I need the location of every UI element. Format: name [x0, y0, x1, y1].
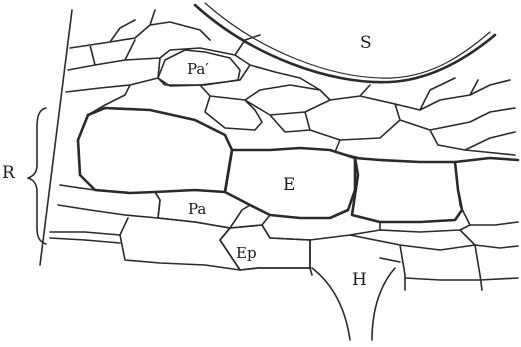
- cell-far-right: [455, 162, 518, 225]
- label-h: H: [352, 270, 367, 290]
- label-r: R: [2, 163, 16, 183]
- cell-e-right: [352, 158, 462, 222]
- label-s: S: [360, 33, 372, 53]
- boundary-line-r: [40, 10, 72, 265]
- endodermis-layer: [88, 108, 518, 162]
- label-pa: Pa: [188, 200, 206, 218]
- upper-cells: [66, 10, 515, 158]
- epidermis-row: [50, 218, 518, 290]
- brace-r: [28, 108, 46, 244]
- label-pa-prime: Pa′: [187, 60, 209, 78]
- label-ep: Ep: [236, 244, 257, 262]
- cell-ep: [220, 225, 310, 270]
- label-e: E: [283, 175, 295, 195]
